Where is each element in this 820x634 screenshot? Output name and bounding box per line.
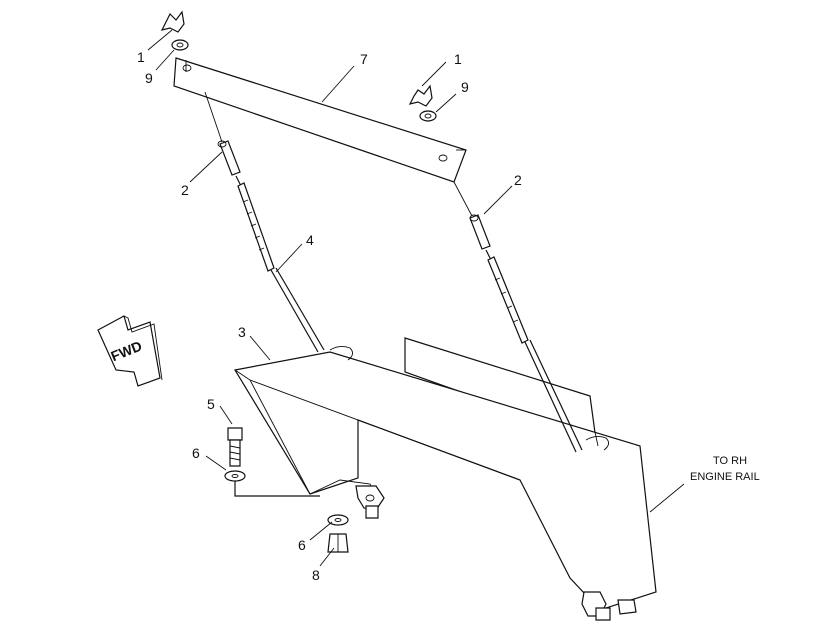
callout-5: 5: [207, 396, 215, 412]
note-line-2: ENGINE RAIL: [690, 471, 760, 483]
upper-left-wing-nut: [160, 10, 189, 51]
callout-6-lower: 6: [298, 537, 306, 553]
note-line-1: TO RH: [713, 455, 747, 467]
callout-9-upper-right: 9: [461, 79, 469, 95]
callout-2-right: 2: [514, 172, 522, 188]
left-rod: [204, 91, 325, 353]
callout-3: 3: [238, 324, 246, 340]
bottom-fasteners: [581, 591, 637, 621]
upper-right-wing-nut: [408, 84, 437, 122]
callout-2-left: 2: [181, 182, 189, 198]
callout-7: 7: [360, 51, 368, 67]
right-rod: [453, 181, 583, 453]
callout-1-upper-left: 1: [137, 49, 145, 65]
callout-labels: 1 9 7 1 9 2 2 4 3 5 6 6 8: [137, 49, 522, 583]
engine-rail-note: TO RH ENGINE RAIL: [690, 455, 760, 483]
callout-4: 4: [306, 232, 314, 248]
bolt-stack: [224, 427, 385, 553]
callout-6-left: 6: [192, 445, 200, 461]
leader-lines: [147, 29, 685, 567]
lower-shield: [234, 337, 657, 611]
callout-1-upper-right: 1: [454, 51, 462, 67]
callout-9-upper-left: 9: [145, 70, 153, 86]
forward-arrow: FWD: [97, 315, 163, 387]
callout-8: 8: [312, 567, 320, 583]
